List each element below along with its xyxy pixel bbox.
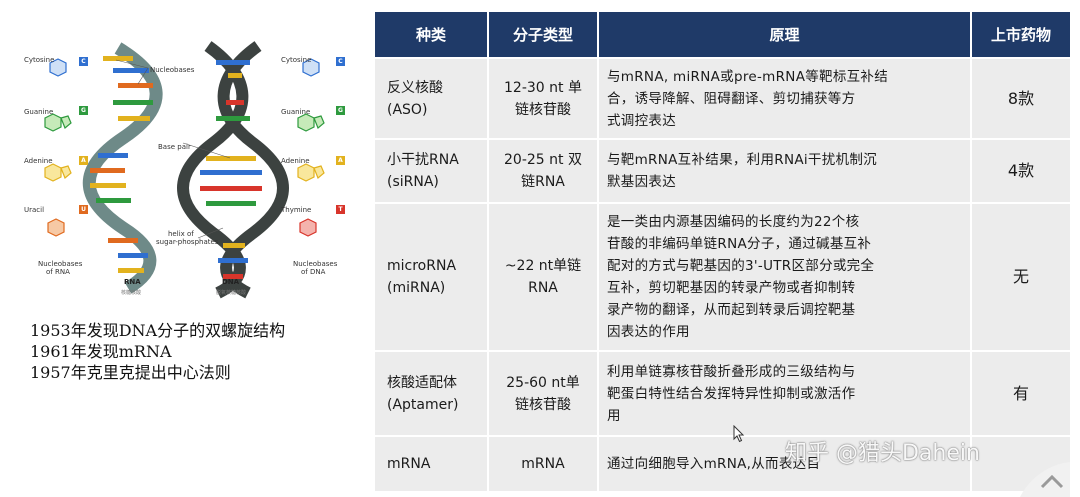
history-item: 1957年克里克提出中心法则 <box>30 363 231 382</box>
dna-title: DNA <box>222 278 240 286</box>
rna-dna-structure-figure: Cytosine Guanine Adenine Uracil C G A U … <box>18 38 356 300</box>
cell-type: mRNA <box>373 435 489 493</box>
dna-bases-label-2: of DNA <box>301 268 326 276</box>
header-mechanism: 原理 <box>597 10 972 59</box>
video-corner-icon[interactable] <box>1020 462 1070 497</box>
rna-subtitle: 核糖核酸 <box>121 290 142 296</box>
double-helix-illustration <box>44 41 325 299</box>
label-thymine-dna: Thymine <box>281 206 312 214</box>
label-adenine-rna: Adenine <box>24 157 53 165</box>
letter-t-dna: T <box>336 205 345 214</box>
cell-type: 核酸适配体(Aptamer) <box>373 350 489 437</box>
label-guanine-rna: Guanine <box>24 108 54 116</box>
dna-subtitle: 脱氧核糖核酸 <box>216 290 247 296</box>
letter-c-rna: C <box>79 57 88 66</box>
label-uracil-rna: Uracil <box>24 206 45 214</box>
label-guanine-dna: Guanine <box>281 108 311 116</box>
history-item: 1953年发现DNA分子的双螺旋结构 <box>30 321 286 340</box>
cell-molecule: 12-30 nt 单链核苷酸 <box>487 57 599 140</box>
table-row-aso: 反义核酸(ASO) 12-30 nt 单链核苷酸 与mRNA, miRNA或pr… <box>373 57 1072 140</box>
cell-mechanism: 与靶mRNA互补结果，利用RNAi干扰机制沉默基因表达 <box>597 138 972 204</box>
nucleobases-callout: Nucleobases <box>150 66 195 74</box>
cell-molecule: 25-60 nt单链核苷酸 <box>487 350 599 437</box>
nucleic-acid-drug-table: 种类 分子类型 原理 上市药物 反义核酸(ASO) 12-30 nt 单链核苷酸… <box>373 10 1072 493</box>
header-molecule: 分子类型 <box>487 10 599 59</box>
rna-backbone <box>82 42 163 294</box>
label-cytosine-rna: Cytosine <box>24 56 55 64</box>
rna-bases-label-1: Nucleobases <box>38 260 83 268</box>
letter-u-rna: U <box>79 205 88 214</box>
rna-bases-label-2: of RNA <box>46 268 70 276</box>
cell-mechanism: 通过向细胞导入mRNA,从而表达目 <box>597 435 972 493</box>
label-cytosine-dna: Cytosine <box>281 56 312 64</box>
cell-molecule: mRNA <box>487 435 599 493</box>
letter-a-rna: A <box>79 156 88 165</box>
table-header-row: 种类 分子类型 原理 上市药物 <box>373 10 1072 59</box>
mouse-cursor-icon <box>733 425 745 443</box>
cell-mechanism: 利用单链寡核苷酸折叠形成的三级结构与靶蛋白特性结合发挥特异性抑制或激活作用 <box>597 350 972 437</box>
table-row-mrna: mRNA mRNA 通过向细胞导入mRNA,从而表达目 <box>373 435 1072 493</box>
letter-g-rna: G <box>79 106 88 115</box>
cell-molecule: 20-25 nt 双链RNA <box>487 138 599 204</box>
rna-title: RNA <box>124 278 141 286</box>
history-list: 1953年发现DNA分子的双螺旋结构 1961年发现mRNA 1957年克里克提… <box>30 320 285 383</box>
cell-drugs: 8款 <box>970 57 1072 140</box>
dna-base-pairs <box>200 60 262 279</box>
cell-drugs <box>970 435 1072 493</box>
header-drugs: 上市药物 <box>970 10 1072 59</box>
cell-drugs: 无 <box>970 202 1072 352</box>
helix-callout-1: helix of <box>168 230 194 238</box>
cell-type: 小干扰RNA(siRNA) <box>373 138 489 204</box>
header-type: 种类 <box>373 10 489 59</box>
cell-drugs: 4款 <box>970 138 1072 204</box>
label-adenine-dna: Adenine <box>281 157 310 165</box>
cell-mechanism: 与mRNA, miRNA或pre-mRNA等靶标互补结合，诱导降解、阻碍翻译、剪… <box>597 57 972 140</box>
letter-a-dna: A <box>336 156 345 165</box>
dna-backbone-2 <box>217 41 289 299</box>
dna-bases-label-1: Nucleobases <box>293 260 338 268</box>
base-pair-callout: Base pair <box>158 143 191 151</box>
cell-type: microRNA(miRNA) <box>373 202 489 352</box>
history-item: 1961年发现mRNA <box>30 342 172 361</box>
table-row-aptamer: 核酸适配体(Aptamer) 25-60 nt单链核苷酸 利用单链寡核苷酸折叠形… <box>373 350 1072 437</box>
letter-c-dna: C <box>336 57 345 66</box>
cell-drugs: 有 <box>970 350 1072 437</box>
table-row-sirna: 小干扰RNA(siRNA) 20-25 nt 双链RNA 与靶mRNA互补结果，… <box>373 138 1072 204</box>
zhihu-watermark: 知乎 @猎头Dahein <box>785 441 980 466</box>
nucleobase-molecules <box>44 58 325 237</box>
rna-bases <box>90 56 153 273</box>
cell-type: 反义核酸(ASO) <box>373 57 489 140</box>
cell-mechanism: 是一类由内源基因编码的长度约为22个核苷酸的非编码单链RNA分子，通过碱基互补配… <box>597 202 972 352</box>
letter-g-dna: G <box>336 106 345 115</box>
helix-callout-2: sugar-phosphates <box>156 238 219 246</box>
